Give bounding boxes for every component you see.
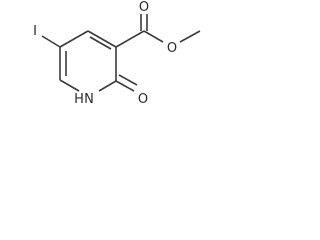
atom-carbonyl-oxygen: O: [138, 92, 148, 107]
atom-nitrogen-hydrogen: H: [74, 92, 84, 107]
atom-iodine: I: [33, 24, 37, 39]
atom-ester-carbonyl-oxygen: O: [139, 0, 149, 15]
bond-c4-c3: [87, 30, 117, 48]
bond-c4-c3-double: [89, 36, 112, 50]
atom-ester-oxygen: O: [167, 41, 177, 56]
bond-n1-c6: [59, 79, 80, 92]
bond-c2-carbonyl-oxygen-double: [118, 74, 138, 86]
bond-c5-c4: [59, 30, 89, 48]
bond-c2-carbonyl-oxygen: [115, 80, 135, 92]
bond-c3-ester-carbon: [115, 30, 145, 48]
chemical-structure: I H N O O O: [33, 0, 201, 107]
atom-nitrogen: N: [84, 92, 94, 107]
ring-bonds: [59, 30, 117, 92]
atom-labels: I H N O O O: [33, 0, 177, 107]
bond-c2-n1: [98, 80, 117, 92]
substituent-bonds: [41, 14, 201, 92]
bond-ester-oxygen-methyl: [179, 30, 201, 43]
bond-c5-iodine: [41, 35, 61, 48]
bond-ester-carbon-oxygen: [143, 30, 164, 43]
